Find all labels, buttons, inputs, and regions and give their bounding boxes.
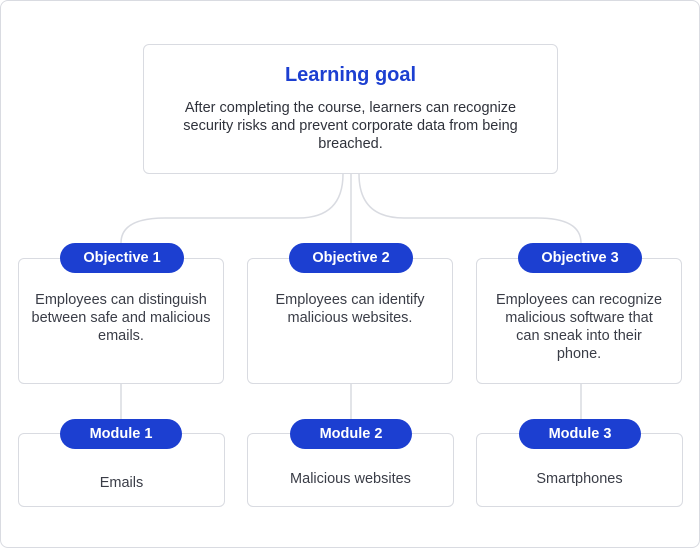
- objective-3-text: Employees can recognize malicious softwa…: [495, 292, 663, 362]
- module-2-badge: Module 2: [290, 419, 412, 449]
- objective-2-text: Employees can identify malicious website…: [275, 292, 425, 326]
- module-3-badge: Module 3: [519, 419, 641, 449]
- module-1-badge: Module 1: [60, 419, 182, 449]
- objective-1-badge: Objective 1: [60, 243, 184, 273]
- objective-1-text: Employees can distinguish between safe a…: [31, 292, 211, 344]
- objective-3-box: Employees can recognize malicious softwa…: [476, 258, 682, 384]
- module-2-text: Malicious websites: [290, 471, 411, 487]
- objective-2-badge: Objective 2: [289, 243, 413, 273]
- learning-goal-box: Learning goal After completing the cours…: [143, 44, 558, 174]
- module-3-text: Smartphones: [536, 471, 623, 487]
- learning-goal-title: Learning goal: [284, 64, 417, 86]
- learning-goal-text: After completing the course, learners ca…: [183, 100, 518, 152]
- objective-1-box: Employees can distinguish between safe a…: [18, 258, 224, 384]
- objective-3-badge: Objective 3: [518, 243, 642, 273]
- objective-2-box: Employees can identify malicious website…: [247, 258, 453, 384]
- module-1-text: Emails: [99, 475, 144, 491]
